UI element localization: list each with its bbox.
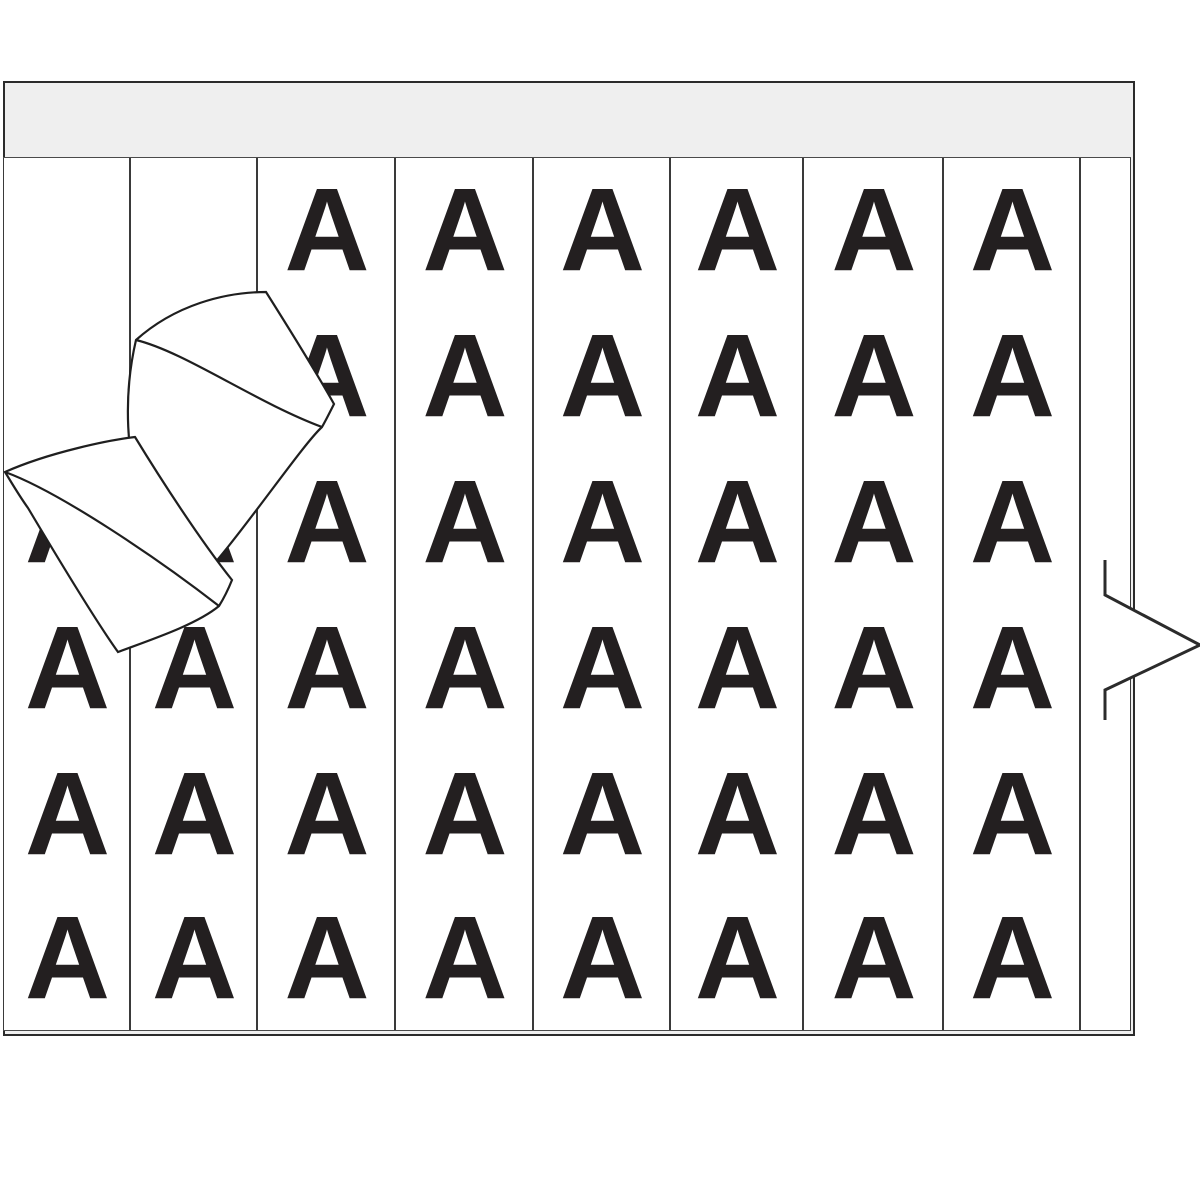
label-letter-glyph: A [831, 163, 916, 296]
label-letter-glyph: A [969, 747, 1055, 880]
label-letter-glyph: A [24, 892, 110, 1025]
label-strip-3[interactable] [395, 157, 533, 1030]
label-letter-glyph: A [151, 455, 237, 588]
label-letter-glyph: A [831, 892, 916, 1025]
label-cell[interactable]: A [943, 595, 1080, 741]
label-cell[interactable]: A [670, 303, 803, 449]
label-cell[interactable]: A [670, 449, 803, 595]
label-cell[interactable]: A [670, 741, 803, 887]
label-cell[interactable]: A [395, 595, 533, 741]
label-letter-glyph: A [559, 455, 645, 588]
strip-bottom-rule [3, 1030, 1131, 1031]
label-letter-glyph: A [694, 601, 780, 734]
label-letter-glyph: A [559, 163, 645, 296]
label-cell[interactable]: A [943, 157, 1080, 303]
label-cell[interactable]: A [943, 303, 1080, 449]
label-letter-glyph: A [284, 309, 369, 442]
label-cell[interactable]: A [3, 449, 130, 595]
label-letter-glyph: A [422, 163, 507, 296]
label-letter-glyph: A [694, 455, 780, 588]
label-strip-5[interactable] [670, 157, 803, 1030]
label-letter-glyph: A [284, 601, 369, 734]
label-letter-glyph: A [559, 747, 645, 880]
label-letter-glyph: A [694, 892, 780, 1025]
label-cell[interactable]: A [395, 887, 533, 1030]
label-cell[interactable]: A [670, 595, 803, 741]
label-cell[interactable]: A [257, 157, 395, 303]
label-letter-glyph: A [422, 309, 507, 442]
label-cell[interactable]: A [803, 303, 943, 449]
label-cell[interactable]: A [395, 741, 533, 887]
label-letter-glyph: A [422, 455, 507, 588]
label-letter-glyph: A [24, 455, 110, 588]
label-cell[interactable]: A [3, 741, 130, 887]
label-strip-4[interactable] [533, 157, 670, 1030]
label-cell[interactable]: A [257, 303, 395, 449]
label-strip-6[interactable] [803, 157, 943, 1030]
label-cell[interactable]: A [670, 157, 803, 303]
label-letter-glyph: A [151, 309, 237, 442]
label-letter-glyph: A [969, 601, 1055, 734]
label-letter-glyph: A [151, 601, 237, 734]
label-cell[interactable]: A [533, 741, 670, 887]
label-cell[interactable]: A [3, 595, 130, 741]
label-letter-glyph: A [694, 163, 780, 296]
label-letter-glyph: A [422, 747, 507, 880]
label-letter-glyph: A [422, 601, 507, 734]
strip-top-rule [3, 157, 1131, 158]
label-cell[interactable]: A [803, 741, 943, 887]
label-cell[interactable]: A [257, 595, 395, 741]
label-cell[interactable]: A [533, 595, 670, 741]
label-letter-glyph: A [284, 892, 369, 1025]
label-letter-glyph: A [559, 892, 645, 1025]
label-cell[interactable]: A [130, 595, 257, 741]
label-letter-glyph: A [151, 747, 237, 880]
label-cell[interactable]: A [533, 303, 670, 449]
label-cell[interactable]: A [803, 595, 943, 741]
label-cell[interactable]: A [533, 157, 670, 303]
label-cell[interactable]: A [803, 157, 943, 303]
label-letter-glyph: A [831, 309, 916, 442]
label-letter-glyph: A [284, 455, 369, 588]
label-letter-glyph: A [694, 747, 780, 880]
label-letter-glyph: A [559, 601, 645, 734]
label-cell[interactable]: A [257, 741, 395, 887]
label-cell[interactable]: A [943, 449, 1080, 595]
label-cell[interactable]: A [533, 887, 670, 1030]
label-cell[interactable]: A [943, 887, 1080, 1030]
label-cell[interactable]: A [533, 449, 670, 595]
label-cell[interactable]: A [130, 449, 257, 595]
label-cell[interactable]: A [395, 157, 533, 303]
label-letter-glyph: A [284, 163, 369, 296]
label-letter-glyph: A [24, 601, 110, 734]
label-letter-glyph: A [422, 892, 507, 1025]
label-cell[interactable]: A [257, 887, 395, 1030]
label-cell[interactable]: A [943, 741, 1080, 887]
label-letter-glyph: A [284, 747, 369, 880]
label-cell[interactable]: A [395, 449, 533, 595]
label-letter-glyph: A [831, 747, 916, 880]
label-strip-8[interactable] [1080, 157, 1131, 1030]
label-strip-7[interactable] [943, 157, 1080, 1030]
label-letter-glyph: A [831, 601, 916, 734]
label-letter-glyph: A [969, 309, 1055, 442]
label-letter-glyph: A [559, 309, 645, 442]
label-letter-glyph: A [151, 892, 237, 1025]
label-cell[interactable]: A [395, 303, 533, 449]
label-letter-glyph: A [694, 309, 780, 442]
label-cell[interactable]: A [803, 887, 943, 1030]
label-cell[interactable]: A [803, 449, 943, 595]
label-cell[interactable]: A [3, 887, 130, 1030]
label-cell[interactable]: A [130, 303, 257, 449]
label-cell[interactable]: A [130, 741, 257, 887]
label-letter-glyph: A [969, 455, 1055, 588]
label-cell[interactable]: A [670, 887, 803, 1030]
label-letter-glyph: A [24, 747, 110, 880]
label-letter-glyph: A [831, 455, 916, 588]
label-cell[interactable]: A [130, 887, 257, 1030]
label-cell[interactable]: A [257, 449, 395, 595]
label-letter-glyph: A [969, 163, 1055, 296]
label-letter-glyph: A [969, 892, 1055, 1025]
